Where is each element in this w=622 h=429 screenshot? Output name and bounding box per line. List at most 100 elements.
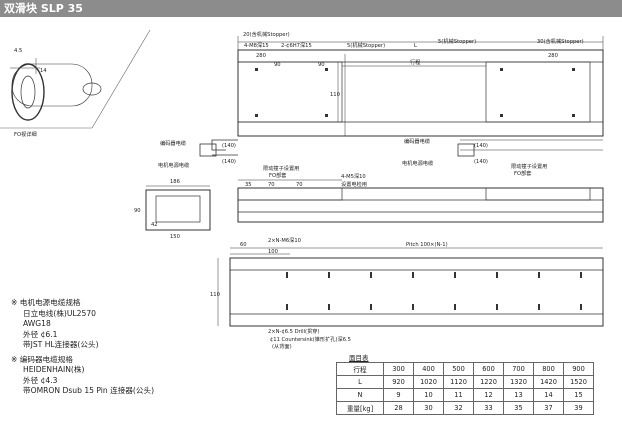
spec-table-caption: 面目表 xyxy=(349,354,369,362)
dim-110: 110 xyxy=(330,92,340,98)
label-side-hole: 4-M5深10 xyxy=(341,172,366,180)
table-row: N 9 10 11 12 13 14 15 xyxy=(336,388,594,402)
table-cell: 35 xyxy=(503,401,534,415)
label-drill-2: ¢11 Countersink(锥形扩孔)深6.5 xyxy=(270,335,351,343)
label-bottom-hole: 2×N-M6深10 xyxy=(268,236,301,244)
table-row: 行程 300 400 500 600 700 800 900 xyxy=(336,362,594,376)
table-cell: 14 xyxy=(533,388,564,402)
table-cell: 1320 xyxy=(503,375,534,389)
dim-35: 35 xyxy=(245,182,252,188)
fo-detail-inner xyxy=(20,75,36,109)
top-view-rail xyxy=(237,49,604,137)
fo-detail-body xyxy=(11,63,93,107)
dim-280-a: 280 xyxy=(256,53,266,59)
fo-detail-hole xyxy=(82,82,102,96)
dim-l: L xyxy=(414,43,417,49)
label-stroke-stopper-2: 5(机械Stopper) xyxy=(438,37,476,45)
table-cell: 33 xyxy=(473,401,504,415)
table-cell: 500 xyxy=(443,362,474,376)
label-stroke-stopper: 5(机械Stopper) xyxy=(347,41,385,49)
dim-90-a: 90 xyxy=(274,62,281,68)
dim-42: 42 xyxy=(151,222,158,228)
dim-110-b: 110 xyxy=(210,292,220,298)
dim-280-b: 280 xyxy=(548,53,558,59)
dim-stroke: 行程 xyxy=(410,58,420,66)
table-cell: 13 xyxy=(503,388,534,402)
end-view-block xyxy=(145,189,211,231)
dim-140-a: (140) xyxy=(222,143,236,149)
encoder-cable-line: 外径 ¢4.3 xyxy=(23,375,58,385)
label-motor-cable-1: 电机电源电缆 xyxy=(158,161,189,169)
dim-140-b: (140) xyxy=(222,159,236,165)
label-mount-hole-2: 2-¢6H7深15 xyxy=(281,41,312,49)
dim-140-c: (140) xyxy=(474,143,488,149)
encoder-cable-line: HEIDENHAIN(株) xyxy=(23,365,85,374)
table-cell: 9 xyxy=(383,388,414,402)
dim-60: 60 xyxy=(240,242,247,248)
table-cell: 37 xyxy=(533,401,564,415)
table-cell: 1420 xyxy=(533,375,564,389)
row-label: 行程 xyxy=(336,362,384,376)
label-drill-3: (从背面) xyxy=(272,342,292,350)
table-cell: 30 xyxy=(413,401,444,415)
side-view-rail xyxy=(237,187,604,223)
table-cell: 700 xyxy=(503,362,534,376)
label-limit-sensor-2: 限动撞子设置用 xyxy=(511,162,547,170)
table-cell: 10 xyxy=(413,388,444,402)
label-fo-top-1: FO部套 xyxy=(269,171,287,179)
row-label: L xyxy=(336,375,384,389)
dim-140-d: (140) xyxy=(474,159,488,165)
table-cell: 1120 xyxy=(443,375,474,389)
table-row: 重量[kg] 28 30 32 33 35 37 39 xyxy=(336,401,594,415)
label-encoder-cable-1: 编码器电缆 xyxy=(160,139,186,147)
slider-2 xyxy=(485,61,591,123)
table-cell: 39 xyxy=(563,401,594,415)
top-view-holes xyxy=(255,68,575,117)
power-cable-title: ※ 电机电源电缆规格 xyxy=(11,298,81,307)
label-drill-1: 2×N-¢6.5 Drill(贯穿) xyxy=(268,327,319,335)
fo-detail-outer xyxy=(11,63,45,121)
power-cable-line: 带JST HL连接器(公头) xyxy=(23,340,99,349)
slider-1 xyxy=(237,61,343,123)
dim-90-c: 90 xyxy=(134,208,141,214)
label-fo-top-2: FO部套 xyxy=(514,169,532,177)
power-cable-line: 日立电线(株)UL2570 xyxy=(23,308,97,318)
bottom-view-rail xyxy=(229,257,604,327)
table-row: L 920 1020 1120 1220 1320 1420 1520 xyxy=(336,375,594,389)
table-cell: 400 xyxy=(413,362,444,376)
dim-left2: 14 xyxy=(40,68,47,74)
table-cell: 15 xyxy=(563,388,594,402)
table-cell: 900 xyxy=(563,362,594,376)
table-cell: 12 xyxy=(473,388,504,402)
label-top-left-stopper: 20(含机械Stopper) xyxy=(243,30,290,38)
table-cell: 28 xyxy=(383,401,414,415)
dim-90-b: 90 xyxy=(318,62,325,68)
table-cell: 1220 xyxy=(473,375,504,389)
technical-drawing: FO视详细 4.5 14 20(含机械Stopper) 4-M8深15 2-¢6… xyxy=(0,29,604,350)
table-cell: 300 xyxy=(383,362,414,376)
table-cell: 32 xyxy=(443,401,474,415)
bottom-view-holes xyxy=(286,272,582,310)
dim-150: 150 xyxy=(170,234,180,240)
page-title: 双滑块 SLP 35 xyxy=(0,0,622,17)
encoder-cable-line: 带OMRON Dsub 15 Pin 连接器(公头) xyxy=(23,386,155,395)
label-motor-cable-2: 电机电源电缆 xyxy=(402,159,433,167)
spec-table: 行程 300 400 500 600 700 800 900 L 920 102… xyxy=(336,362,594,415)
table-cell: 11 xyxy=(443,388,474,402)
label-mount-hole-1: 4-M8深15 xyxy=(244,41,269,49)
row-label: N xyxy=(336,388,384,402)
table-cell: 1520 xyxy=(563,375,594,389)
label-side-hole-note: 设置电检用 xyxy=(341,180,367,188)
detail-frame xyxy=(0,29,151,129)
dim-70-b: 70 xyxy=(296,182,303,188)
table-cell: 600 xyxy=(473,362,504,376)
table-cell: 1020 xyxy=(413,375,444,389)
row-label: 重量[kg] xyxy=(336,401,384,415)
label-limit-sensor-1: 限动撞子设置用 xyxy=(263,164,299,172)
table-cell: 800 xyxy=(533,362,564,376)
power-cable-line: AWG18 xyxy=(23,319,51,328)
dim-left: 4.5 xyxy=(14,48,22,54)
encoder-cable-title: ※ 编码器电缆规格 xyxy=(11,354,73,364)
dim-100: 100 xyxy=(268,249,278,255)
dim-70-a: 70 xyxy=(268,182,275,188)
